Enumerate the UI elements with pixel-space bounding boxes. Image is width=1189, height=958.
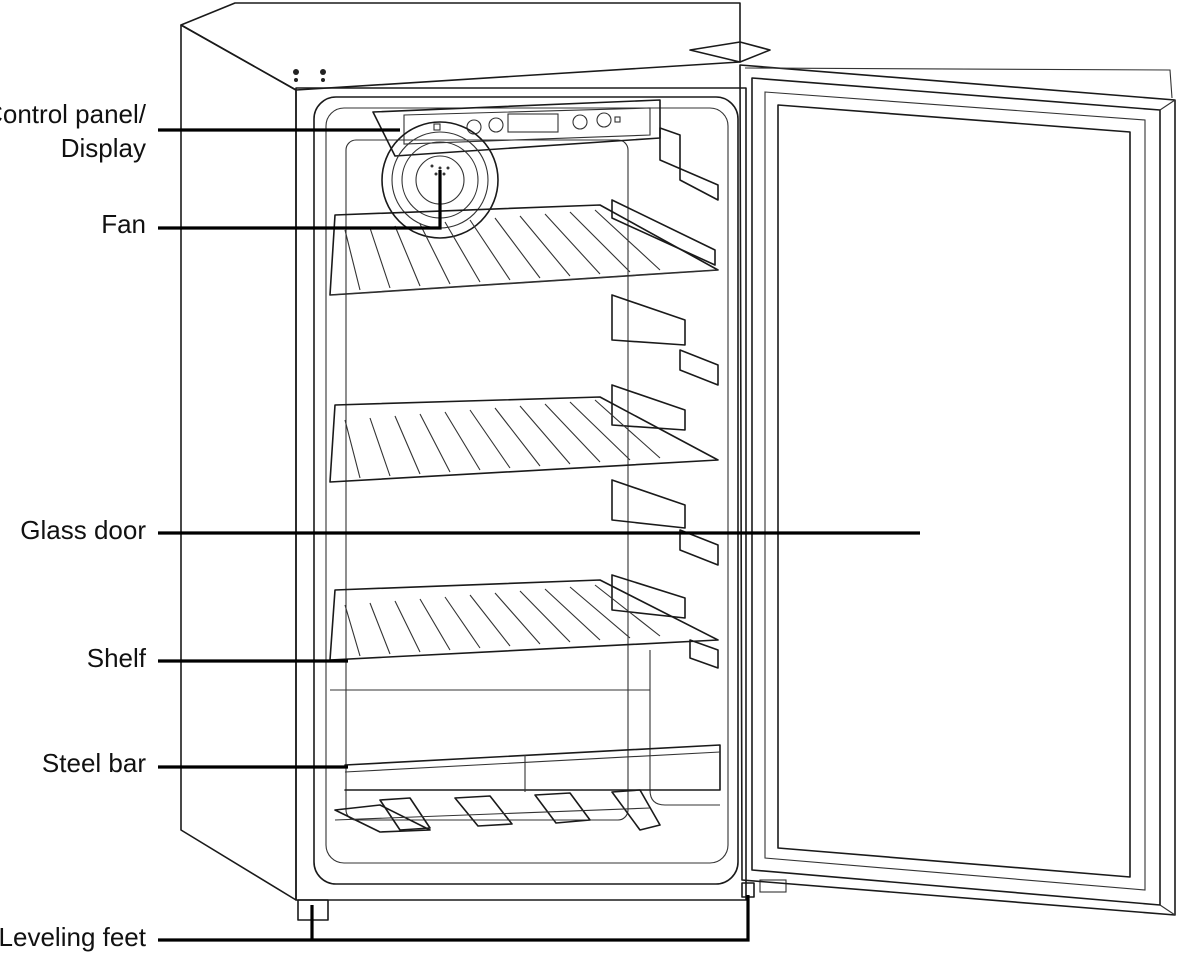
label-control-panel-line1: Control panel/	[0, 99, 147, 129]
cabinet	[180, 2, 771, 901]
leader-lines	[158, 128, 920, 942]
glass-door	[739, 64, 1176, 916]
label-leveling-feet: Leveling feet	[0, 922, 147, 952]
wire-shelf-middle	[329, 396, 719, 483]
label-shelf: Shelf	[87, 643, 147, 673]
label-fan: Fan	[101, 209, 146, 239]
lower-compartment	[330, 650, 721, 806]
bottle-cradles	[334, 789, 661, 833]
label-control-panel-line2: Display	[61, 133, 146, 163]
label-glass-door: Glass door	[20, 515, 146, 545]
wire-shelf-bottom	[329, 579, 719, 661]
label-steel-bar: Steel bar	[42, 748, 146, 778]
wire-shelf-top	[329, 204, 719, 296]
